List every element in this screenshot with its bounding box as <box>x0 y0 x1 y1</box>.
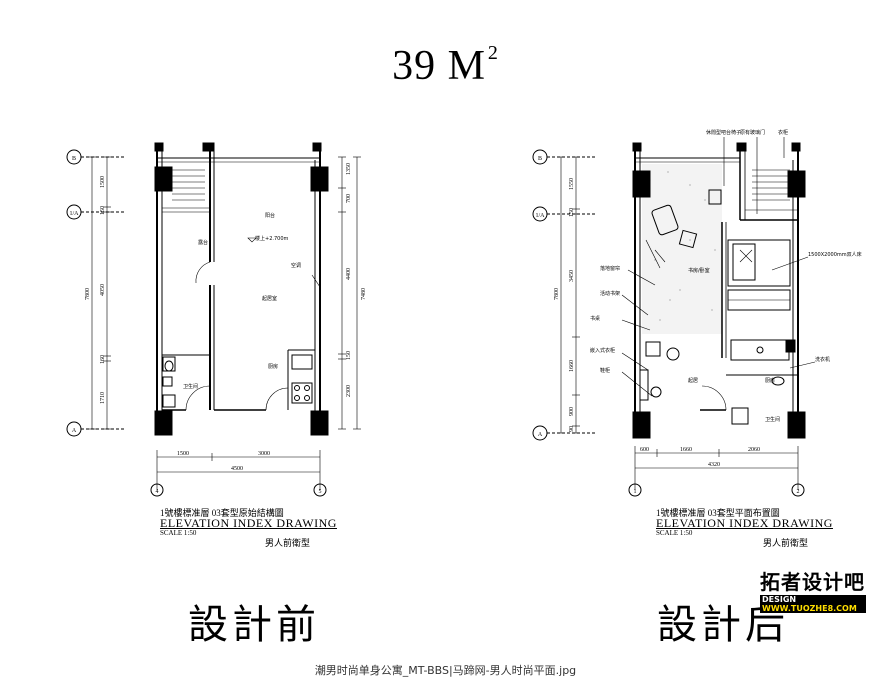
before-caption: 1號樓標准層 03套型原始結構圖 ELEVATION INDEX DRAWING… <box>160 508 337 548</box>
after-caption: 1號樓標准層 03套型平面布置圖 ELEVATION INDEX DRAWING… <box>656 508 833 548</box>
before-room-kitchen: 厨房 <box>268 363 278 370</box>
svg-text:3450: 3450 <box>569 270 575 282</box>
svg-text:150: 150 <box>569 208 575 217</box>
after-grid-b: B <box>532 149 596 165</box>
svg-text:1710: 1710 <box>100 392 106 404</box>
before-axis-5: 5 <box>313 483 327 497</box>
after-room-entry: 起居 <box>688 378 698 384</box>
logo-text: 拓者设计吧 <box>760 570 865 594</box>
image-filename: 潮男时尚单身公寓_MT-BBS|马蹄网-男人时尚平面.jpg <box>314 664 577 677</box>
before-floor-plan: B 1/A A 1500 150 4050 160 1710 78 <box>66 142 367 497</box>
after-callout-closet: 嵌入式衣柜 <box>590 347 615 354</box>
svg-text:A: A <box>538 432 543 438</box>
svg-text:600: 600 <box>640 447 649 453</box>
before-caption-subtitle: ELEVATION INDEX DRAWING <box>160 516 337 530</box>
after-axis-1: 1 <box>628 483 642 497</box>
after-callout-wardrobe: 衣柜 <box>778 129 788 136</box>
svg-text:900: 900 <box>569 407 575 416</box>
after-axis-2: 2 <box>791 483 805 497</box>
after-room-study: 书房/卧室 <box>688 267 710 274</box>
after-caption-scale: SCALE 1:50 <box>656 529 693 537</box>
svg-text:3000: 3000 <box>258 451 270 457</box>
svg-text:2300: 2300 <box>346 385 352 397</box>
before-grid-a: A <box>66 421 126 437</box>
svg-text:150: 150 <box>100 206 106 215</box>
svg-text:2: 2 <box>797 489 800 495</box>
site-logo: 拓者设计吧 DESIGN WWW.TUOZHE8.COM <box>760 566 866 613</box>
svg-text:7800: 7800 <box>554 288 560 300</box>
svg-text:B: B <box>72 156 76 162</box>
svg-text:7800: 7800 <box>85 288 91 300</box>
svg-text:700: 700 <box>346 194 352 203</box>
after-room-kitchen: 厨房 <box>765 377 775 384</box>
before-caption-type: 男人前衛型 <box>265 538 311 548</box>
svg-text:4320: 4320 <box>708 462 720 468</box>
svg-text:160: 160 <box>100 355 106 364</box>
after-caption-title: 1號樓標准層 03套型平面布置圖 <box>656 508 780 518</box>
after-callout-washer: 洗衣机 <box>815 356 830 363</box>
before-caption-scale: SCALE 1:50 <box>160 529 197 537</box>
after-callout-curtain: 落地窗帘 <box>600 265 620 272</box>
svg-text:4500: 4500 <box>231 466 243 472</box>
svg-text:5: 5 <box>319 489 322 495</box>
svg-text:7480: 7480 <box>361 288 367 300</box>
before-caption-title: 1號樓標准層 03套型原始結構圖 <box>160 508 284 518</box>
svg-text:1500: 1500 <box>100 176 106 188</box>
before-room-terrace: 露台 <box>198 239 208 246</box>
after-room-bath: 卫生间 <box>765 416 780 423</box>
before-room-aircon: 空调 <box>291 262 301 269</box>
title-superscript: 2 <box>487 42 499 64</box>
svg-text:90: 90 <box>569 426 575 432</box>
after-callout-shelf: 活动书架 <box>600 290 620 297</box>
svg-text:1500: 1500 <box>177 451 189 457</box>
svg-text:1660: 1660 <box>680 447 692 453</box>
svg-text:B: B <box>538 156 542 162</box>
after-floor-plan: B 1/A A 1550 150 3450 1660 900 <box>532 129 862 497</box>
after-callout-bed: 1500X2000mm双人床 <box>808 251 862 258</box>
after-callout-glassdoor: 原有玻璃门 <box>740 129 765 136</box>
svg-text:2060: 2060 <box>748 447 760 453</box>
svg-text:4400: 4400 <box>346 268 352 280</box>
svg-text:1/A: 1/A <box>70 211 80 217</box>
after-callout-shoecabinet: 鞋柜 <box>600 367 610 374</box>
svg-text:1350: 1350 <box>346 163 352 175</box>
after-caption-subtitle: ELEVATION INDEX DRAWING <box>656 516 833 530</box>
svg-text:1/A: 1/A <box>536 213 546 219</box>
svg-text:150: 150 <box>346 351 352 360</box>
after-grid-1a: 1/A <box>532 206 596 222</box>
after-callout-desk: 书桌 <box>590 315 600 322</box>
before-room-bath: 卫生间 <box>183 383 198 390</box>
svg-text:4: 4 <box>156 489 159 495</box>
before-note: 楼上+2.700m <box>255 235 289 242</box>
before-axis-4: 4 <box>150 483 164 497</box>
after-callout-barchair: 休閒型吧台椅子 <box>706 129 741 136</box>
before-grid-b: B <box>66 149 126 165</box>
title-text: 39 M <box>392 43 486 89</box>
before-room-balcony: 阳台 <box>265 212 275 219</box>
svg-text:A: A <box>72 428 77 434</box>
after-grid-a: A <box>532 425 596 441</box>
svg-text:1: 1 <box>634 489 637 495</box>
svg-text:4050: 4050 <box>100 284 106 296</box>
logo-subtext: DESIGN WWW.TUOZHE8.COM <box>760 595 866 613</box>
before-room-living: 起居室 <box>262 295 277 302</box>
before-label: 設計前 <box>188 602 320 648</box>
svg-text:1660: 1660 <box>569 360 575 372</box>
svg-text:1550: 1550 <box>569 178 575 190</box>
before-grid-1a: 1/A <box>66 204 126 220</box>
after-caption-type: 男人前衛型 <box>763 538 809 548</box>
